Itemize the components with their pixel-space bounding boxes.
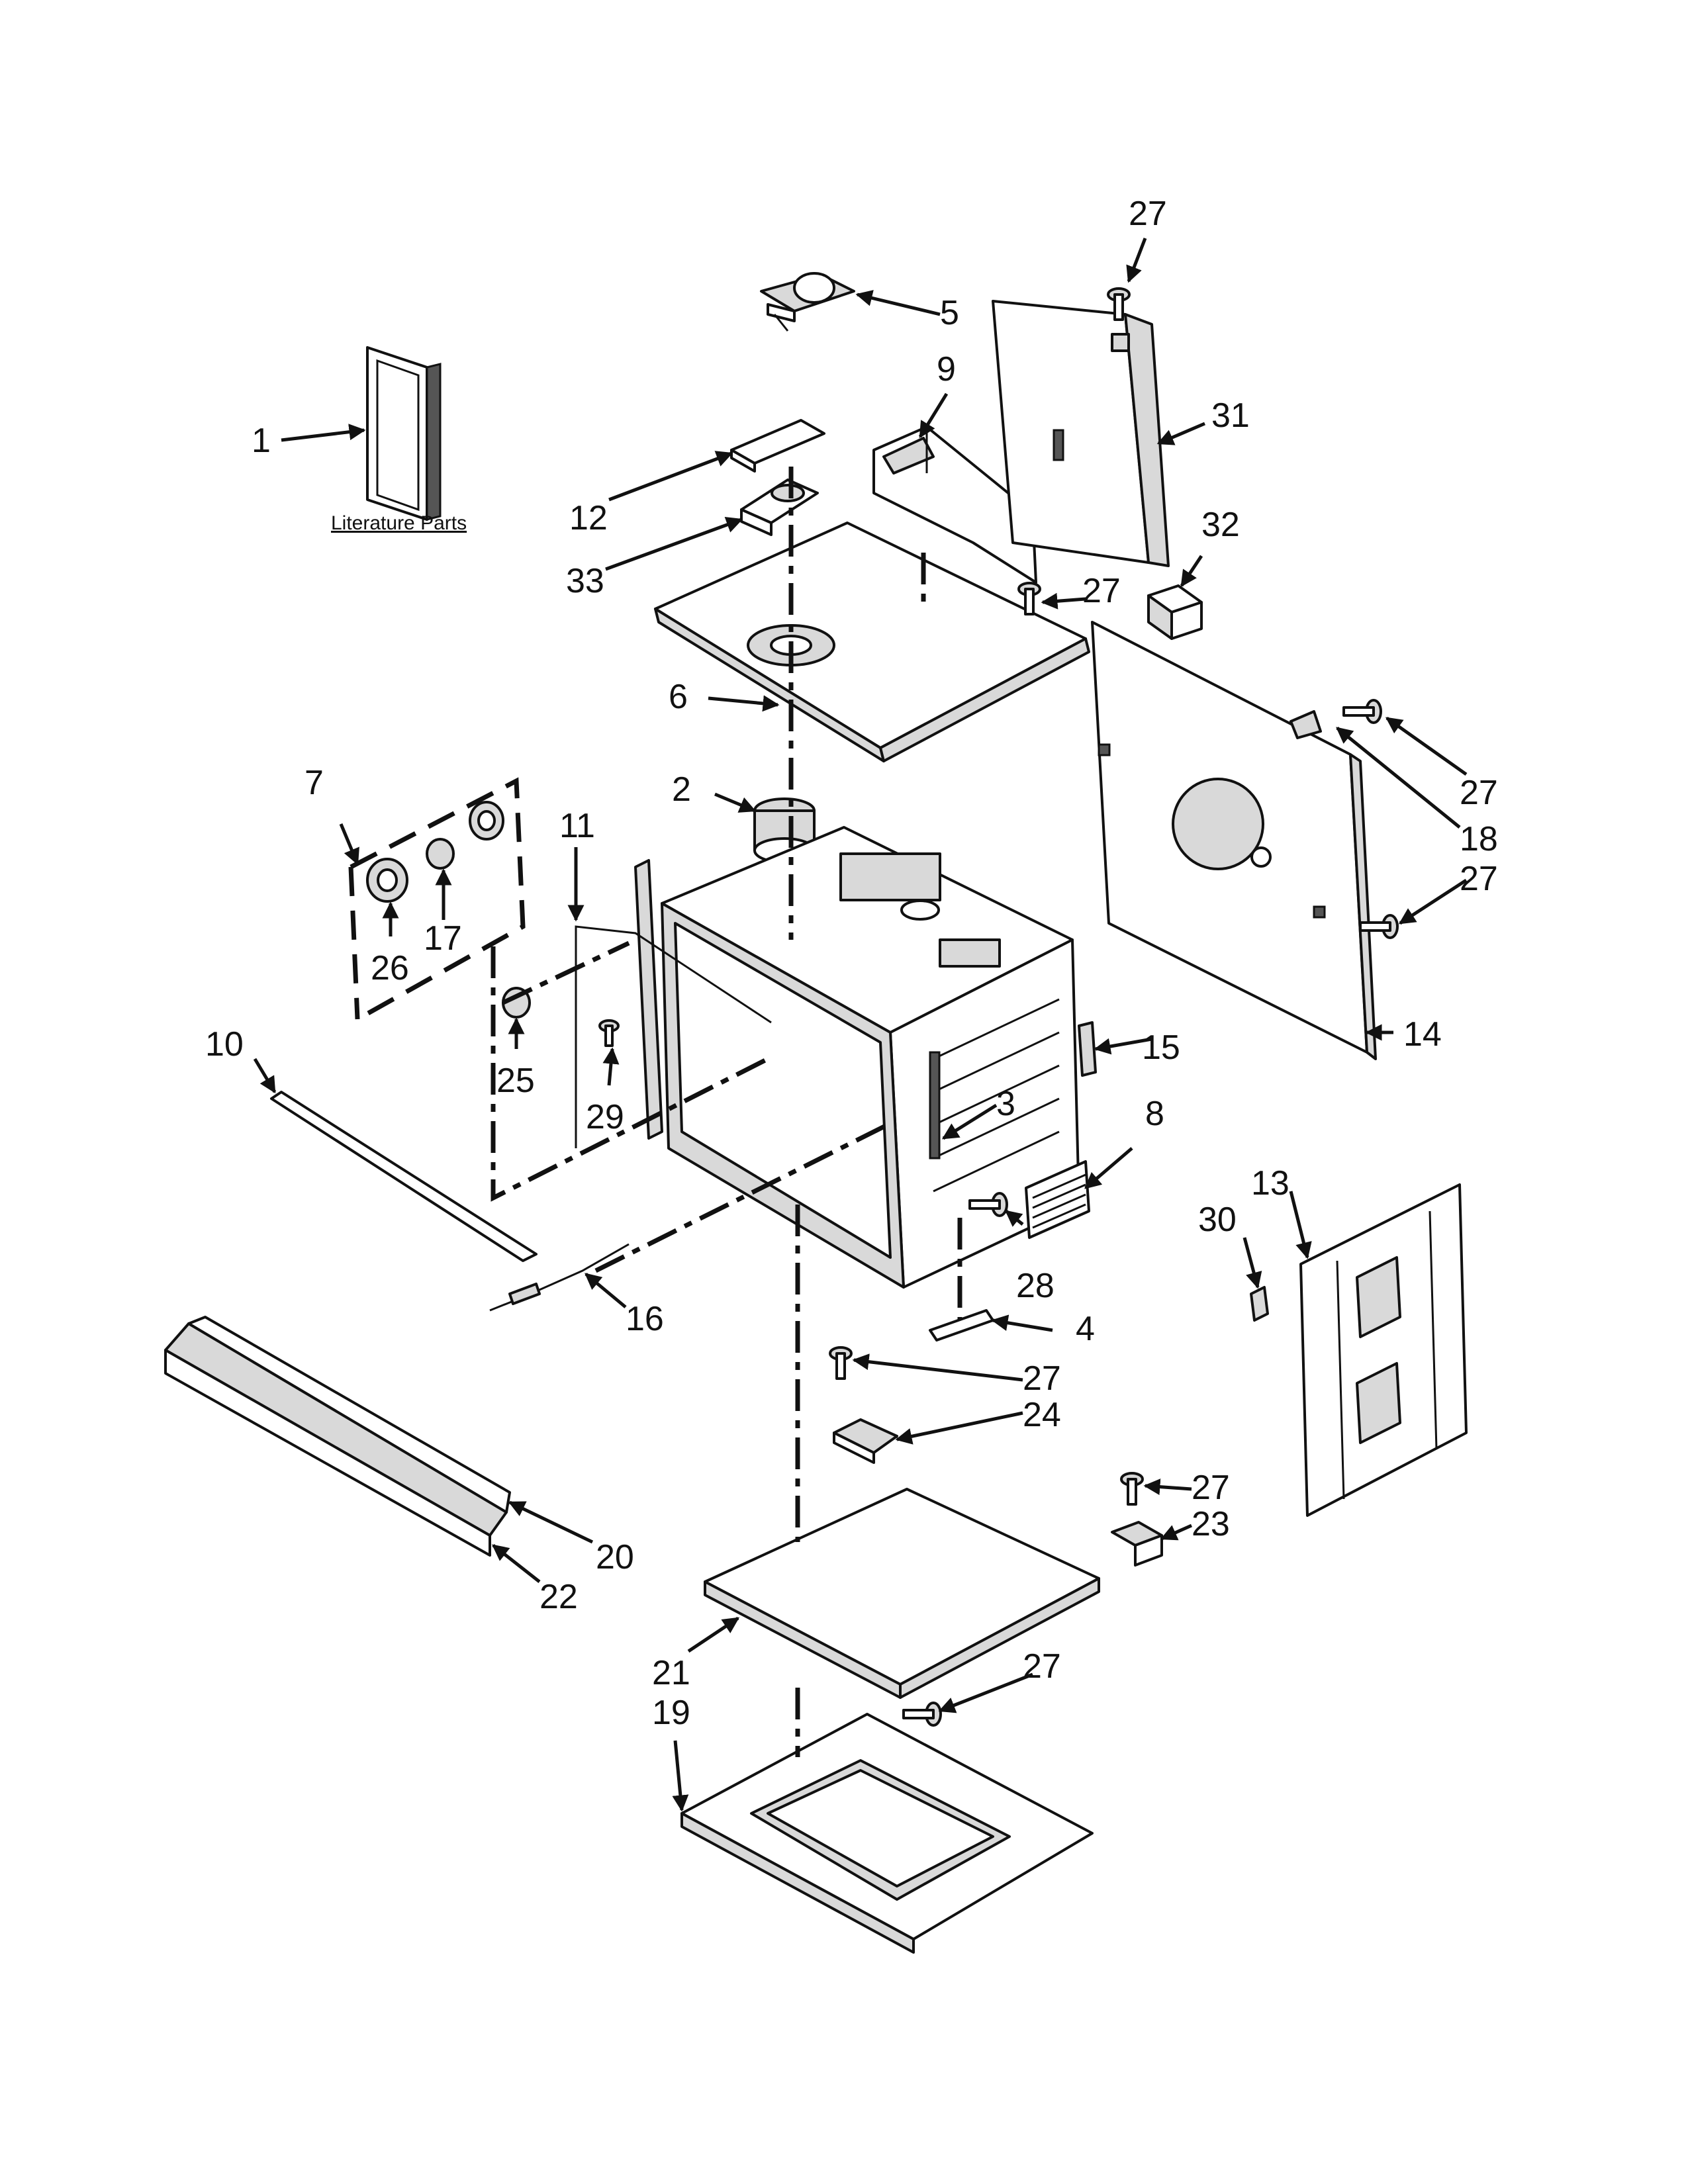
callout-11: 11: [559, 807, 595, 845]
callout-16: 16: [626, 1300, 664, 1338]
rear-wall-14: [1091, 621, 1377, 1060]
bracket-15: [1078, 1021, 1097, 1077]
wire-11: [575, 925, 772, 1148]
screw-27-rear-lower: [1359, 914, 1399, 939]
callout-15: 15: [1142, 1028, 1180, 1067]
callout-32: 32: [1201, 506, 1240, 544]
screw-27-top: [1107, 287, 1131, 321]
oven-cavity: [661, 826, 1080, 1289]
callout-6: 6: [669, 678, 688, 716]
callout-25: 25: [496, 1062, 535, 1100]
callout-5: 5: [940, 294, 959, 332]
callout-20: 20: [596, 1538, 634, 1576]
callout-26: 26: [371, 949, 409, 987]
clip-18: [1289, 710, 1322, 739]
side-panel-13: [1299, 1183, 1468, 1517]
callout-2: 2: [672, 770, 691, 809]
callout-30: 30: [1198, 1201, 1237, 1239]
callout-14: 14: [1403, 1015, 1442, 1054]
callout-27-duct: 27: [1082, 572, 1121, 610]
screw-27-rear-upper: [1342, 699, 1382, 724]
callout-10: 10: [205, 1025, 244, 1064]
callout-27-rear-lower: 27: [1460, 860, 1498, 898]
rail-22: [164, 1349, 491, 1557]
literature-parts-label: Literature Parts: [331, 512, 467, 534]
box-32: [1147, 584, 1203, 640]
callout-19: 19: [652, 1694, 690, 1732]
bracket-33: [740, 478, 819, 536]
base-19: [680, 1713, 1094, 1954]
callout-23: 23: [1192, 1505, 1230, 1543]
callout-27-rear-upper: 27: [1460, 774, 1498, 812]
bracket-24: [833, 1418, 898, 1464]
literature-parts-booklet: [366, 346, 442, 521]
callout-labels: 1 Literature Parts 27 5 9 31 12 32 33 27…: [205, 195, 1498, 1732]
callout-7: 7: [305, 764, 324, 802]
screw-27-bracket-24: [829, 1346, 853, 1380]
callout-27-bottom: 27: [1023, 1647, 1061, 1686]
callout-21: 21: [652, 1654, 690, 1692]
screw-29: [598, 1019, 620, 1047]
callout-18: 18: [1460, 820, 1498, 858]
callout-8: 8: [1145, 1095, 1164, 1133]
callout-27-top: 27: [1129, 195, 1167, 233]
vent-grille-8: [1025, 1160, 1090, 1239]
callout-13: 13: [1251, 1164, 1289, 1203]
callout-29: 29: [586, 1098, 624, 1136]
screw-27-bottom: [902, 1702, 942, 1727]
top-panel-6: [654, 522, 1090, 762]
strap-4: [929, 1309, 994, 1342]
screw-27-bracket-23: [1120, 1472, 1144, 1506]
screw-28: [968, 1192, 1008, 1217]
top-component-5: [760, 272, 855, 332]
callout-22: 22: [539, 1578, 578, 1616]
control-knobs-group-7: [348, 777, 526, 1022]
callout-12: 12: [569, 499, 608, 537]
callout-9: 9: [937, 350, 956, 388]
leader-arrows: [253, 238, 1468, 1812]
clip-30: [1250, 1286, 1269, 1322]
rail-10: [270, 1091, 538, 1262]
rear-panel-31: [992, 300, 1170, 567]
sensor-16: [489, 1243, 630, 1312]
callout-24: 24: [1023, 1396, 1061, 1434]
callout-17: 17: [424, 919, 462, 958]
screw-27-duct: [1017, 582, 1041, 615]
hinge-strip: [634, 859, 663, 1140]
callout-27-bracket-24: 27: [1023, 1359, 1061, 1398]
bracket-12: [730, 419, 825, 473]
assembly-lines: [491, 467, 962, 1757]
bracket-23: [1111, 1521, 1163, 1567]
bottom-panel-21: [704, 1488, 1100, 1699]
callout-4: 4: [1076, 1310, 1095, 1348]
callout-27-bracket-23: 27: [1192, 1469, 1230, 1507]
callout-1: 1: [252, 422, 271, 460]
callout-3: 3: [996, 1085, 1015, 1123]
rail-20: [164, 1316, 511, 1537]
callout-33: 33: [566, 562, 604, 600]
callout-31: 31: [1211, 396, 1250, 435]
callout-28: 28: [1016, 1267, 1055, 1305]
